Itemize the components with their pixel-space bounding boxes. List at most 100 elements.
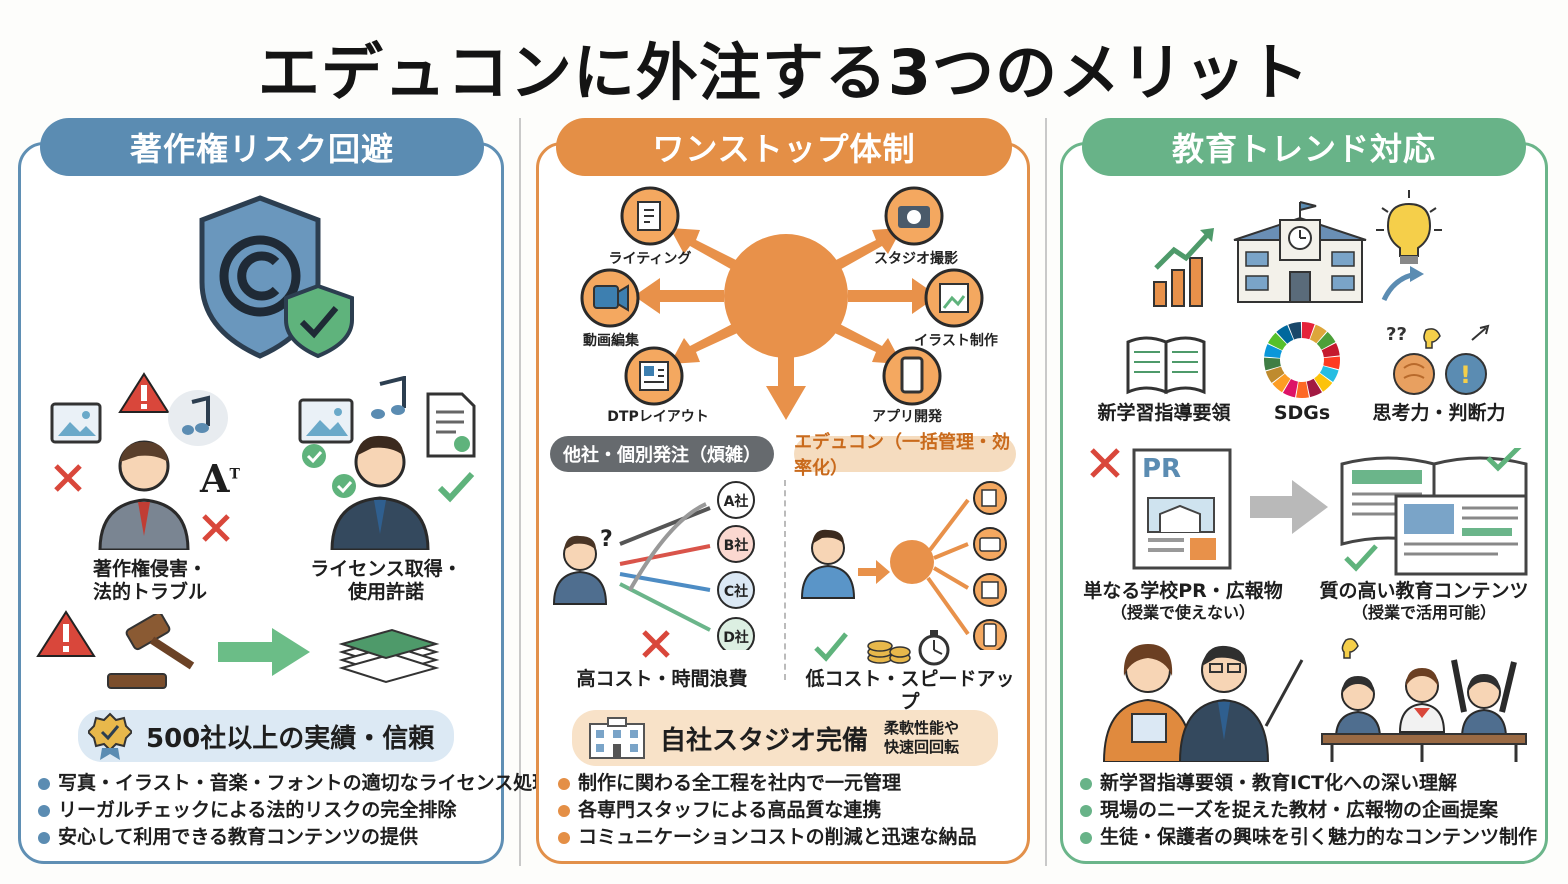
- list-item: 安心して利用できる教育コンテンツの提供: [36, 824, 551, 851]
- list-item: 生徒・保護者の興味を引く魅力的なコンテンツ制作: [1078, 824, 1537, 851]
- centralized-diagram: [800, 481, 1007, 650]
- document-icon: [426, 392, 476, 458]
- lightbulb-icon: [1376, 190, 1442, 302]
- svg-text:!: !: [1460, 361, 1471, 389]
- hub-label: ライティング: [608, 251, 692, 267]
- sdgs-wheel-segment: [1323, 356, 1341, 370]
- warning-icon: [36, 610, 96, 657]
- arrow-right-icon: [1250, 480, 1328, 534]
- panel-onestop-header: ワンストップ体制: [556, 118, 1012, 176]
- svg-text:??: ??: [1386, 324, 1407, 345]
- sdgs-wheel-segment: [1276, 324, 1294, 344]
- cross-icon: [642, 630, 670, 658]
- music-note-icon: [371, 376, 406, 419]
- sdgs-wheel-segment: [1265, 366, 1285, 383]
- sdgs-wheel-segment: [1302, 322, 1315, 340]
- right-caption: 質の高い教育コンテンツ （授業で活用可能）: [1319, 580, 1529, 623]
- image-icon: [50, 402, 102, 444]
- book-icon: [1126, 336, 1206, 395]
- sdgs-wheel-segment: [1309, 324, 1327, 344]
- hub-label: DTPレイアウト: [607, 409, 709, 425]
- list-item: リーガルチェックによる法的リスクの完全排除: [36, 797, 551, 824]
- textbook-icon: [1340, 448, 1528, 576]
- trend-item-label: 思考力・判断力: [1372, 402, 1506, 424]
- growth-chart-icon: [1153, 228, 1214, 307]
- teachers-icon: [1102, 644, 1304, 762]
- warning-icon: [118, 372, 170, 413]
- camera-icon: [884, 186, 944, 246]
- font-glyph-icon: AT: [200, 456, 240, 501]
- divider: [519, 118, 521, 866]
- tag-educon: エデュコン（一括管理・効率化）: [794, 432, 1016, 479]
- check-icon: [302, 444, 356, 498]
- right-caption: ライセンス取得・ 使用許諾: [310, 558, 462, 604]
- worried-person-icon: [98, 440, 190, 550]
- svg-text:?: ?: [600, 527, 613, 552]
- list-item: 各専門スタッフによる高品質な連携: [556, 797, 977, 824]
- gavel-icon: [107, 614, 195, 689]
- trend-item-label: SDGs: [1273, 402, 1331, 424]
- studio-banner: 自社スタジオ完備 柔軟性能や 快速回回転: [572, 710, 998, 766]
- sdgs-wheel-segment: [1272, 373, 1291, 393]
- hub-label: アプリ開発: [872, 409, 942, 425]
- company-label: D社: [723, 630, 749, 646]
- trend-item-label: 新学習指導要領: [1097, 402, 1231, 424]
- company-label: B社: [723, 538, 749, 554]
- school-icon: [1233, 201, 1367, 303]
- list-item: コミュニケーションコストの削減と迅速な納品: [556, 824, 977, 851]
- sdgs-wheel-icon: [1263, 322, 1341, 399]
- sdgs-wheel-segment: [1314, 373, 1333, 392]
- hub-diagram: [580, 186, 984, 420]
- cost-speed-icons: [814, 630, 950, 666]
- company-label: C社: [723, 584, 749, 600]
- smartphone-icon: [882, 346, 942, 406]
- pen-icon: [620, 186, 680, 246]
- illustration-icon: [924, 268, 984, 328]
- dashed-divider: [784, 480, 786, 680]
- sdgs-wheel-segment: [1319, 366, 1339, 382]
- sdgs-wheel-segment: [1321, 343, 1340, 358]
- left-caption: 著作権侵害・ 法的トラブル: [92, 558, 207, 604]
- trend-bullet-list: 新学習指導要領・教育ICT化への深い理解 現場のニーズを捉えた教材・広報物の企画…: [1078, 770, 1537, 851]
- award-badge-icon: [88, 712, 132, 760]
- building-icon: [589, 717, 645, 759]
- sdgs-wheel-segment: [1316, 331, 1336, 350]
- list-item: 写真・イラスト・音楽・フォントの適切なライセンス処理: [36, 770, 551, 797]
- cross-icon: [54, 464, 82, 492]
- onestop-bullet-list: 制作に関わる全工程を社内で一元管理 各専門スタッフによる高品質な連携 コミュニケ…: [556, 770, 977, 851]
- scattered-orders-diagram: ?: [552, 481, 755, 650]
- check-icon: [814, 632, 848, 662]
- panel-trend-header: 教育トレンド対応: [1082, 118, 1526, 176]
- sdgs-wheel-segment: [1267, 332, 1287, 351]
- cross-icon: [202, 514, 230, 542]
- achievement-banner: 500社以上の実績・信頼: [78, 710, 454, 762]
- check-icon: [437, 471, 475, 503]
- smiling-person-icon: [330, 435, 430, 550]
- panel-copyright-header: 著作権リスク回避: [40, 118, 484, 176]
- left-caption: 単なる学校PR・広報物 （授業で使えない）: [1083, 580, 1283, 623]
- copyright-bullet-list: 写真・イラスト・音楽・フォントの適切なライセンス処理 リーガルチェックによる法的…: [36, 770, 551, 851]
- company-label: A社: [723, 494, 749, 510]
- pr-text: PR: [1142, 454, 1182, 484]
- sdgs-wheel-segment: [1282, 379, 1298, 398]
- divider: [1045, 118, 1047, 866]
- list-item: 制作に関わる全工程を社内で一元管理: [556, 770, 977, 797]
- layout-icon: [624, 346, 684, 406]
- image-icon: [298, 398, 354, 444]
- sdgs-wheel-segment: [1263, 357, 1281, 371]
- hub-label: 動画編集: [583, 333, 639, 349]
- list-item: 現場のニーズを捉えた教材・広報物の企画提案: [1078, 797, 1537, 824]
- video-icon: [580, 268, 640, 328]
- right-result: 低コスト・スピードアップ: [805, 668, 1015, 714]
- students-icon: [1321, 638, 1527, 762]
- person-icon: [800, 529, 856, 599]
- tag-other-companies: 他社・個別発注（煩雑）: [550, 436, 774, 472]
- school-pr-flyer-icon: [1132, 448, 1232, 570]
- sdgs-wheel-segment: [1306, 378, 1322, 398]
- sdgs-wheel-segment: [1296, 381, 1309, 399]
- sdgs-wheel-segment: [1288, 322, 1302, 340]
- arrow-right-icon: [218, 628, 310, 676]
- cross-icon: [1090, 448, 1120, 478]
- hub-label: スタジオ撮影: [874, 251, 958, 267]
- sdgs-wheel-segment: [1264, 344, 1283, 358]
